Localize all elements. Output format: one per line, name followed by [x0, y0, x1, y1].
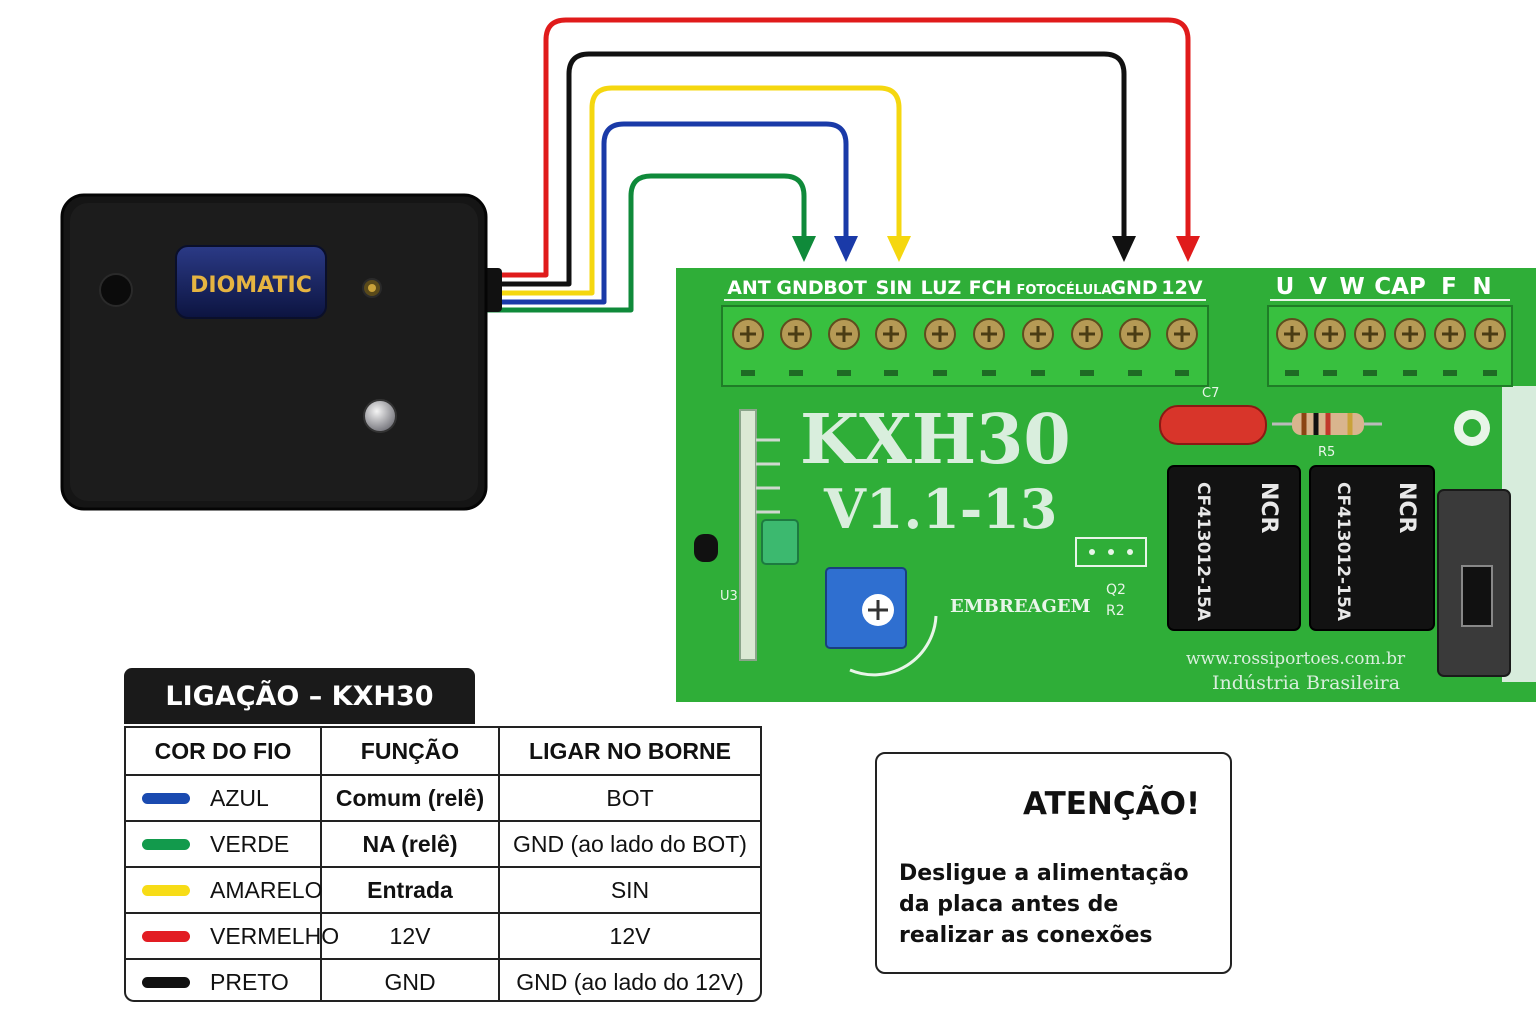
label-q2: Q2	[1106, 582, 1126, 598]
terminal-label-n: N	[1472, 274, 1491, 300]
terminal-label-bot: BOT	[823, 277, 867, 299]
terminal-label-cap: CAP	[1374, 274, 1426, 300]
wire-color-swatch	[142, 792, 190, 804]
yellow-wire	[485, 85, 902, 296]
ir-led	[363, 399, 397, 433]
board-made-in: Indústria Brasileira	[1212, 672, 1400, 694]
svg-text:CF413012-15A: CF413012-15A	[1193, 482, 1213, 622]
yellow-wire-arrow	[887, 236, 911, 262]
table-body: AZUL Comum (relê) BOT VERDE NA (relê) GND (ao…	[126, 776, 760, 1000]
svg-text:NCR: NCR	[1256, 482, 1281, 534]
board-model: KXH30	[800, 400, 1071, 480]
wire-color-swatch	[142, 930, 190, 942]
function-cell: Comum (relê)	[322, 776, 500, 820]
red-wire	[485, 17, 1191, 278]
terminal-cell: BOT	[606, 784, 654, 811]
wire-color-swatch	[142, 838, 190, 850]
terminal-screws-left	[732, 318, 1198, 376]
terminal-label-v: V	[1309, 274, 1327, 300]
label-r2: R2	[1106, 603, 1125, 619]
header-terminal: LIGAR NO BORNE	[529, 737, 731, 764]
blue-wire-arrow	[834, 236, 858, 262]
relay-1: CF413012-15A NCR	[1167, 465, 1301, 631]
table-title: LIGAÇÃO – KXH30	[124, 668, 475, 724]
terminal-cell: GND (ao lado do 12V)	[516, 968, 744, 995]
module-button	[99, 273, 133, 307]
brand-badge	[175, 245, 327, 319]
board-website: www.rossiportoes.com.br	[1186, 649, 1406, 669]
terminal-label-w: W	[1339, 274, 1364, 300]
function-cell: NA (relê)	[322, 822, 500, 866]
svg-text:NCR: NCR	[1394, 482, 1419, 534]
terminal-label-u: U	[1276, 274, 1295, 300]
blue-wire	[485, 121, 849, 305]
label-u3: U3	[720, 589, 738, 604]
wire-color-cell: AMARELO	[126, 868, 322, 912]
red-wire-arrow	[1176, 236, 1200, 262]
table-row: AZUL Comum (relê) BOT	[126, 776, 760, 822]
terminal-cell: GND (ao lado do BOT)	[513, 830, 747, 857]
wire-color-name: AMARELO	[210, 876, 323, 903]
wires	[485, 17, 1200, 313]
terminal-label-fch: FCH	[969, 277, 1012, 299]
wire-color-swatch	[142, 976, 190, 988]
label-c7: C7	[1202, 386, 1219, 401]
terminal-cell: SIN	[610, 876, 650, 903]
terminal-label-ant: ANT	[727, 277, 771, 299]
header-wire-color: COR DO FIO	[126, 728, 322, 774]
terminal-label-sin: SIN	[876, 277, 913, 299]
function-cell: 12V	[322, 914, 500, 958]
header-function: FUNÇÃO	[322, 728, 500, 774]
wire-color-cell: AZUL	[126, 776, 322, 820]
wire-color-name: PRETO	[210, 968, 289, 995]
attention-box: ATENÇÃO! Desligue a alimentação da placa…	[875, 752, 1232, 974]
black-wire-arrow	[1112, 236, 1136, 262]
table-header-row: COR DO FIO FUNÇÃO LIGAR NO BORNE	[126, 728, 760, 776]
wire-color-cell: PRETO	[126, 960, 322, 1000]
wire-color-cell: VERMELHO	[126, 914, 339, 958]
terminal-label-gnd: GND	[776, 277, 823, 299]
table-row: VERDE NA (relê) GND (ao lado do BOT)	[126, 822, 760, 868]
table-row: PRETO GND GND (ao lado do 12V)	[126, 960, 760, 1000]
terminal-cell: 12V	[609, 922, 651, 949]
terminal-label-f: F	[1441, 274, 1457, 300]
function-cell: GND	[322, 960, 500, 1000]
brand-logo: DIOMATIC	[190, 273, 312, 298]
label-r5: R5	[1318, 445, 1335, 460]
terminal-label-fotocélula: FOTOCÉLULA	[1017, 282, 1112, 298]
attention-title: ATENÇÃO!	[1023, 786, 1201, 822]
attention-text: Desligue a alimentação da placa antes de…	[899, 861, 1189, 948]
diomatic-module: DIOMATIC	[60, 193, 502, 511]
rf-module	[739, 409, 757, 661]
terminal-screws-right	[1276, 318, 1506, 376]
terminal-label-luz: LUZ	[921, 277, 962, 299]
green-wire	[485, 173, 807, 313]
wiring-table: COR DO FIO FUNÇÃO LIGAR NO BORNE AZUL Com…	[124, 726, 762, 1002]
wire-color-cell: VERDE	[126, 822, 322, 866]
capacitor-c7	[1159, 405, 1267, 445]
svg-text:CF413012-15A: CF413012-15A	[1333, 482, 1353, 622]
relay-2: CF413012-15A NCR	[1309, 465, 1435, 631]
wire-color-name: VERMELHO	[210, 922, 340, 949]
wire-color-name: AZUL	[210, 784, 269, 811]
wire-color-swatch	[142, 884, 190, 896]
clutch-label: EMBREAGEM	[950, 596, 1091, 617]
green-wire-arrow	[792, 236, 816, 262]
black-wire	[485, 51, 1127, 287]
function-cell: Entrada	[322, 868, 500, 912]
terminal-label-gnd: GND	[1110, 277, 1157, 299]
terminal-label-12v: 12V	[1161, 277, 1202, 299]
wire-color-name: VERDE	[210, 830, 290, 857]
board-version: V1.1-13	[823, 477, 1057, 541]
